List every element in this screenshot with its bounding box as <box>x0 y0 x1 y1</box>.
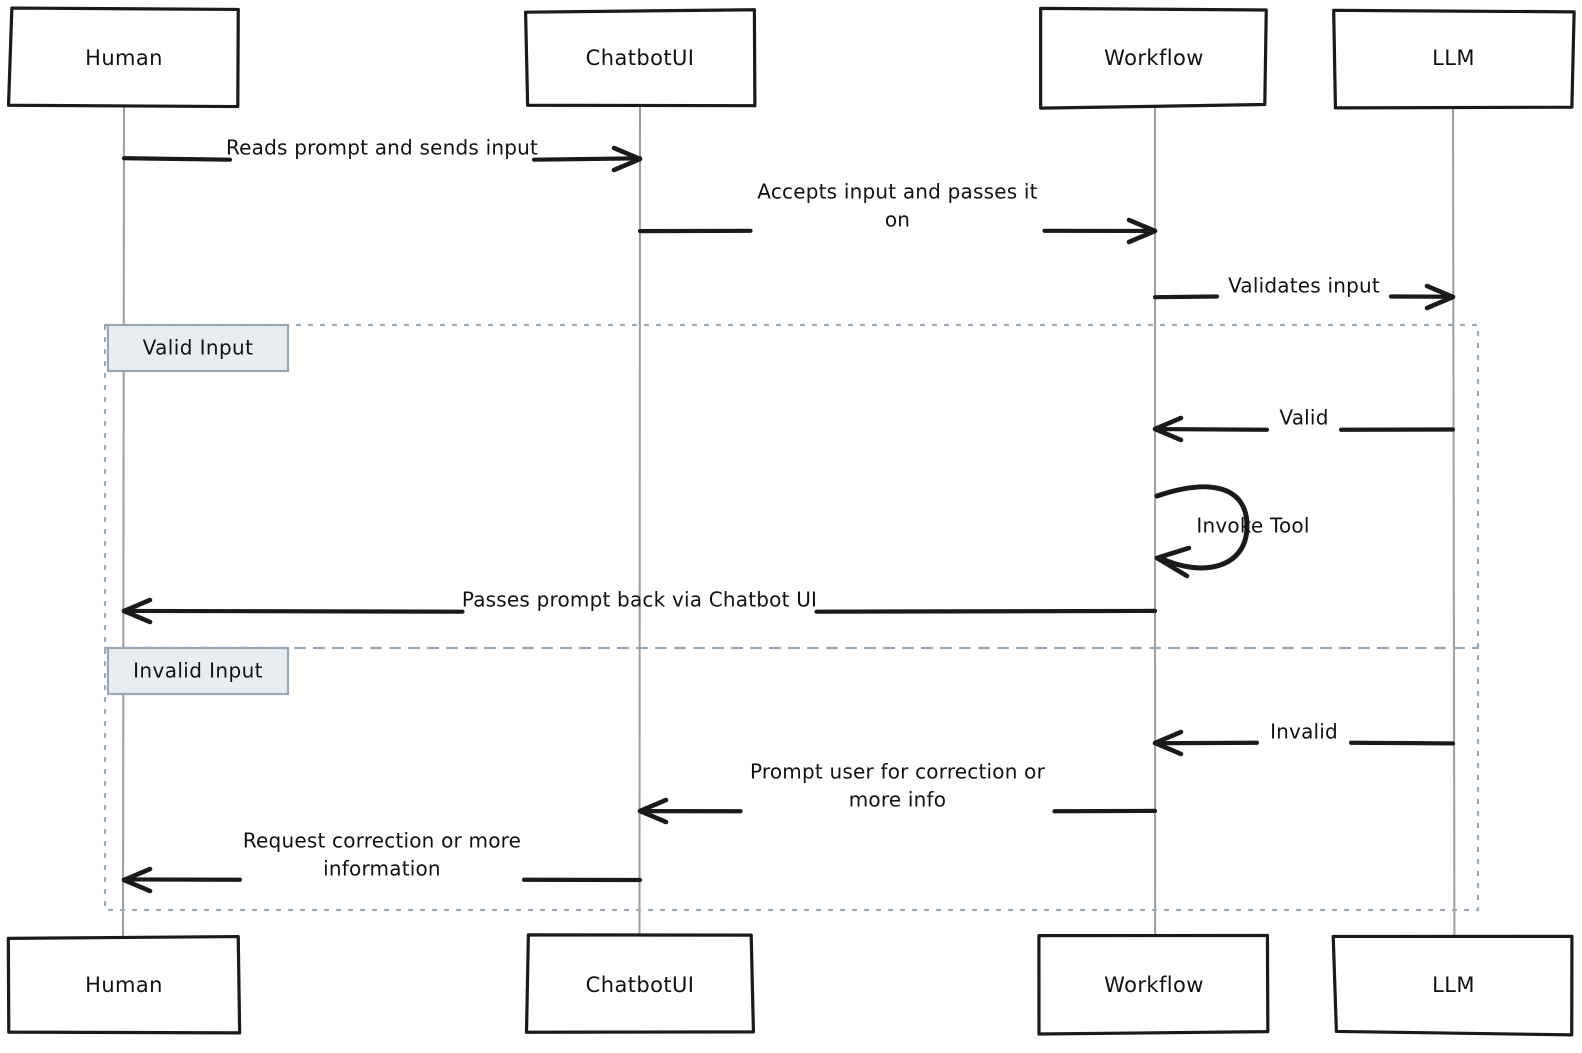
actor-box-bottom-chatbotui[interactable]: ChatbotUI <box>524 933 756 1034</box>
arrowhead-m1 <box>611 145 643 173</box>
actor-label-llm: LLM <box>1432 46 1475 70</box>
lifeline-llm <box>1452 105 1456 938</box>
lifelines-layer <box>121 105 1456 938</box>
lifeline-chatbotui <box>638 105 641 938</box>
actor-boxes-layer: HumanHumanChatbotUIChatbotUIWorkflowWork… <box>6 6 1576 1037</box>
actor-box-shape <box>1332 8 1576 110</box>
message-label-m2-line1: on <box>885 208 910 232</box>
message-m2: Accepts input and passes it on <box>637 180 1158 245</box>
arrowhead-m8 <box>637 797 669 825</box>
message-m1: Reads prompt and sends input <box>121 136 643 173</box>
arrowhead-m7 <box>1152 729 1184 757</box>
message-line-m6-0 <box>121 608 465 614</box>
message-line-m6-1 <box>814 608 1158 614</box>
message-m4: Valid <box>1152 406 1456 443</box>
message-line-m1-1 <box>531 156 643 162</box>
message-label-m2-line0: Accepts input and passes it <box>757 180 1037 204</box>
message-line-m3-0 <box>1152 294 1220 300</box>
lifeline-human <box>121 105 125 938</box>
message-m3: Validates input <box>1152 274 1456 311</box>
actor-box-shape <box>524 933 756 1034</box>
message-m6: Passes prompt back via Chatbot UI <box>121 588 1158 625</box>
actor-box-shape <box>1037 933 1270 1036</box>
message-line-m1-0 <box>121 156 233 162</box>
arrowhead-m2 <box>1126 217 1158 245</box>
arrowhead-m3 <box>1424 283 1456 311</box>
arrowhead-m6 <box>121 597 153 625</box>
actor-label-workflow: Workflow <box>1104 973 1204 997</box>
message-m8: Prompt user for correction or more info <box>637 760 1158 825</box>
self-loop-path-m5 <box>1154 484 1250 571</box>
message-line-m7-1 <box>1348 740 1456 746</box>
message-label-m3: Validates input <box>1228 274 1380 298</box>
actor-box-bottom-human[interactable]: Human <box>6 934 242 1035</box>
alt-branch-tag-invalid <box>106 646 290 696</box>
alt-block-frame <box>103 323 1480 912</box>
actor-box-shape <box>6 6 240 109</box>
actor-box-top-workflow[interactable]: Workflow <box>1039 6 1268 110</box>
arrowhead-m9 <box>121 866 153 894</box>
message-label-m1: Reads prompt and sends input <box>226 136 538 160</box>
actor-label-chatbotui: ChatbotUI <box>586 973 695 997</box>
message-label-m9-line0: Request correction or more <box>243 829 521 853</box>
actor-box-top-llm[interactable]: LLM <box>1332 8 1576 110</box>
actor-box-bottom-llm[interactable]: LLM <box>1331 934 1574 1037</box>
message-line-m7-0 <box>1152 740 1260 746</box>
actor-box-shape <box>6 934 242 1035</box>
actor-label-chatbotui: ChatbotUI <box>586 46 695 70</box>
message-label-m4: Valid <box>1279 406 1328 430</box>
actor-box-bottom-workflow[interactable]: Workflow <box>1037 933 1270 1036</box>
arrowhead-m5 <box>1154 545 1192 579</box>
actor-box-top-human[interactable]: Human <box>6 6 240 109</box>
message-line-m4-0 <box>1152 426 1270 432</box>
message-m5: Invoke Tool <box>1154 484 1309 579</box>
alt-branch-label-valid: Valid Input <box>143 336 254 360</box>
actor-box-top-chatbotui[interactable]: ChatbotUI <box>523 8 757 108</box>
arrowhead-m4 <box>1152 415 1184 443</box>
message-m7: Invalid <box>1152 720 1456 757</box>
alt-branch-tag-valid <box>106 323 290 373</box>
message-label-m8-line1: more info <box>849 788 946 812</box>
message-label-m6: Passes prompt back via Chatbot UI <box>462 588 817 612</box>
message-label-m9-line1: information <box>323 857 441 881</box>
actor-label-llm: LLM <box>1432 973 1475 997</box>
actor-box-shape <box>1039 6 1268 110</box>
message-label-m8-line0: Prompt user for correction or <box>750 760 1046 784</box>
alt-branch-label-invalid: Invalid Input <box>133 659 263 683</box>
actor-label-workflow: Workflow <box>1104 46 1204 70</box>
message-label-m5: Invoke Tool <box>1196 514 1309 538</box>
actor-label-human: Human <box>85 973 163 997</box>
message-m9: Request correction or more information <box>121 829 643 894</box>
actor-box-shape <box>1331 934 1574 1037</box>
actor-label-human: Human <box>85 46 163 70</box>
message-label-m7: Invalid <box>1270 720 1338 744</box>
actor-box-shape <box>523 8 757 108</box>
